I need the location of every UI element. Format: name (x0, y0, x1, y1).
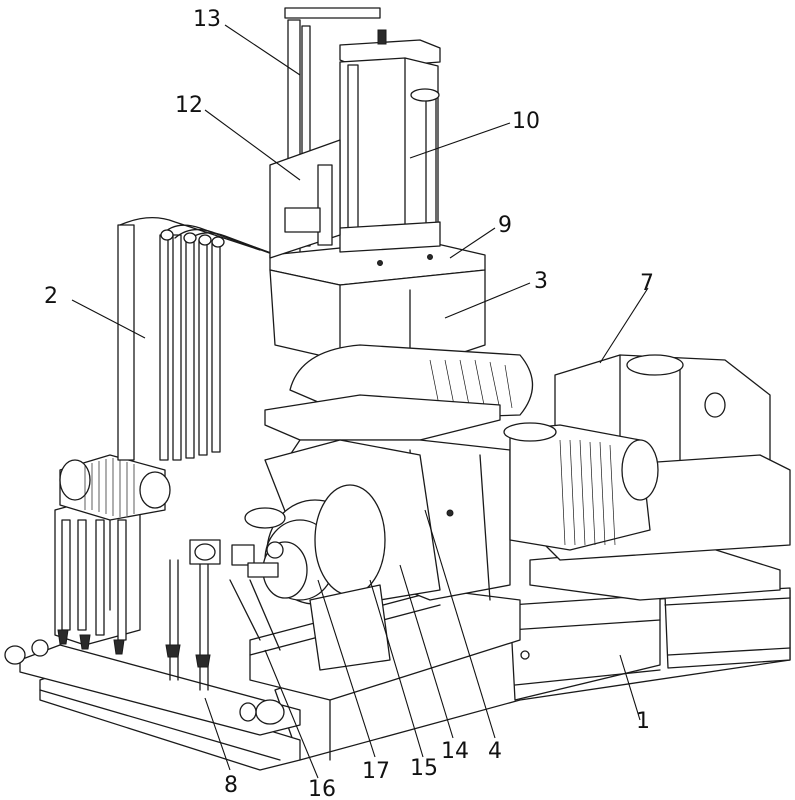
callout-14: 14 (441, 739, 469, 764)
callout-12: 12 (175, 93, 203, 118)
callout-15: 15 (410, 756, 438, 781)
callout-16: 16 (308, 777, 336, 800)
callout-labels: 1 2 3 4 7 8 9 10 12 13 14 15 16 17 (44, 7, 654, 800)
leader-3 (444, 282, 531, 319)
leader-8 (204, 697, 231, 771)
callout-3: 3 (534, 269, 548, 294)
coupling-section (503, 422, 659, 551)
callout-4: 4 (488, 739, 502, 764)
leader-10 (409, 122, 511, 159)
leader-17 (317, 579, 376, 758)
base-frame (249, 544, 791, 761)
leader-9 (449, 227, 496, 259)
callout-7: 7 (640, 271, 654, 296)
leader-7 (599, 287, 649, 364)
callout-10: 10 (512, 109, 540, 134)
hydraulic-unit (54, 217, 296, 691)
leader-14 (399, 564, 454, 739)
callout-1: 1 (636, 709, 650, 734)
callout-2: 2 (44, 284, 58, 309)
leader-15 (369, 579, 424, 758)
leader-12 (204, 109, 301, 181)
upper-cylinder-assembly (269, 7, 486, 286)
coupling-ribs (559, 439, 616, 546)
bottom-rail (4, 639, 301, 771)
leader-1 (619, 654, 641, 721)
leader-2 (71, 299, 146, 339)
callout-9: 9 (498, 213, 512, 238)
callout-17: 17 (362, 759, 390, 784)
callout-13: 13 (193, 7, 221, 32)
callout-8: 8 (224, 773, 238, 798)
leader-13 (224, 24, 301, 76)
front-rotor-assembly (189, 484, 391, 671)
radiator-fins (84, 458, 135, 517)
leader-lines (71, 24, 649, 779)
leader-16 (264, 649, 319, 779)
leader-4 (424, 509, 496, 739)
